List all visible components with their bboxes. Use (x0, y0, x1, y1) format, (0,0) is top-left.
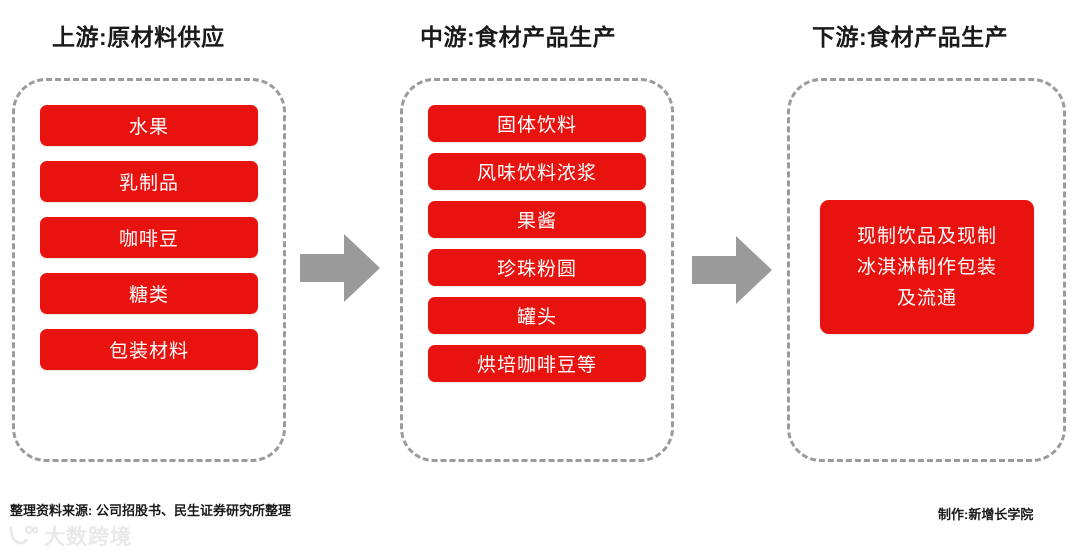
container-upstream (12, 78, 286, 462)
watermark-text: 大数跨境 (44, 526, 132, 549)
downstream-box-text: 现制饮品及现制 冰淇淋制作包装 及流通 (857, 221, 997, 314)
item-box-midstream-4[interactable]: 珍珠粉圆 (428, 249, 646, 286)
container-midstream (400, 78, 674, 462)
item-box-upstream-1[interactable]: 水果 (40, 105, 258, 146)
watermark: 大数跨境 (8, 524, 132, 551)
container-downstream (787, 78, 1066, 462)
item-box-midstream-5[interactable]: 罐头 (428, 297, 646, 334)
arrow-right-icon-midstream-to-downstream (692, 234, 772, 306)
item-box-midstream-6[interactable]: 烘培咖啡豆等 (428, 345, 646, 382)
item-box-upstream-3[interactable]: 咖啡豆 (40, 217, 258, 258)
downstream-line-2: 冰淇淋制作包装 (856, 256, 997, 278)
column-title-downstream: 下游:食材产品生产 (812, 24, 1009, 50)
column-title-midstream: 中游:食材产品生产 (420, 24, 617, 50)
watermark-logo-icon (8, 524, 39, 551)
item-box-upstream-4[interactable]: 糖类 (40, 273, 258, 314)
item-box-midstream-1[interactable]: 固体饮料 (428, 105, 646, 142)
item-list-midstream: 固体饮料 风味饮料浓浆 果酱 珍珠粉圆 罐头 烘培咖啡豆等 (428, 105, 646, 382)
item-box-upstream-2[interactable]: 乳制品 (40, 161, 258, 202)
footer-credit-label: 制作:新增长学院 (938, 507, 1034, 522)
downstream-line-3: 及流通 (896, 287, 957, 309)
footer-source-label: 整理资料来源: 公司招股书、民生证券研究所整理 (10, 503, 291, 518)
item-box-downstream-1[interactable]: 现制饮品及现制 冰淇淋制作包装 及流通 (820, 200, 1034, 334)
downstream-line-1: 现制饮品及现制 (856, 225, 997, 247)
item-box-midstream-2[interactable]: 风味饮料浓浆 (428, 153, 646, 190)
item-list-upstream: 水果 乳制品 咖啡豆 糖类 包装材料 (40, 105, 258, 370)
column-title-upstream: 上游:原材料供应 (52, 24, 225, 50)
arrow-right-icon-upstream-to-midstream (300, 232, 380, 304)
item-box-upstream-5[interactable]: 包装材料 (40, 329, 258, 370)
item-box-midstream-3[interactable]: 果酱 (428, 201, 646, 238)
